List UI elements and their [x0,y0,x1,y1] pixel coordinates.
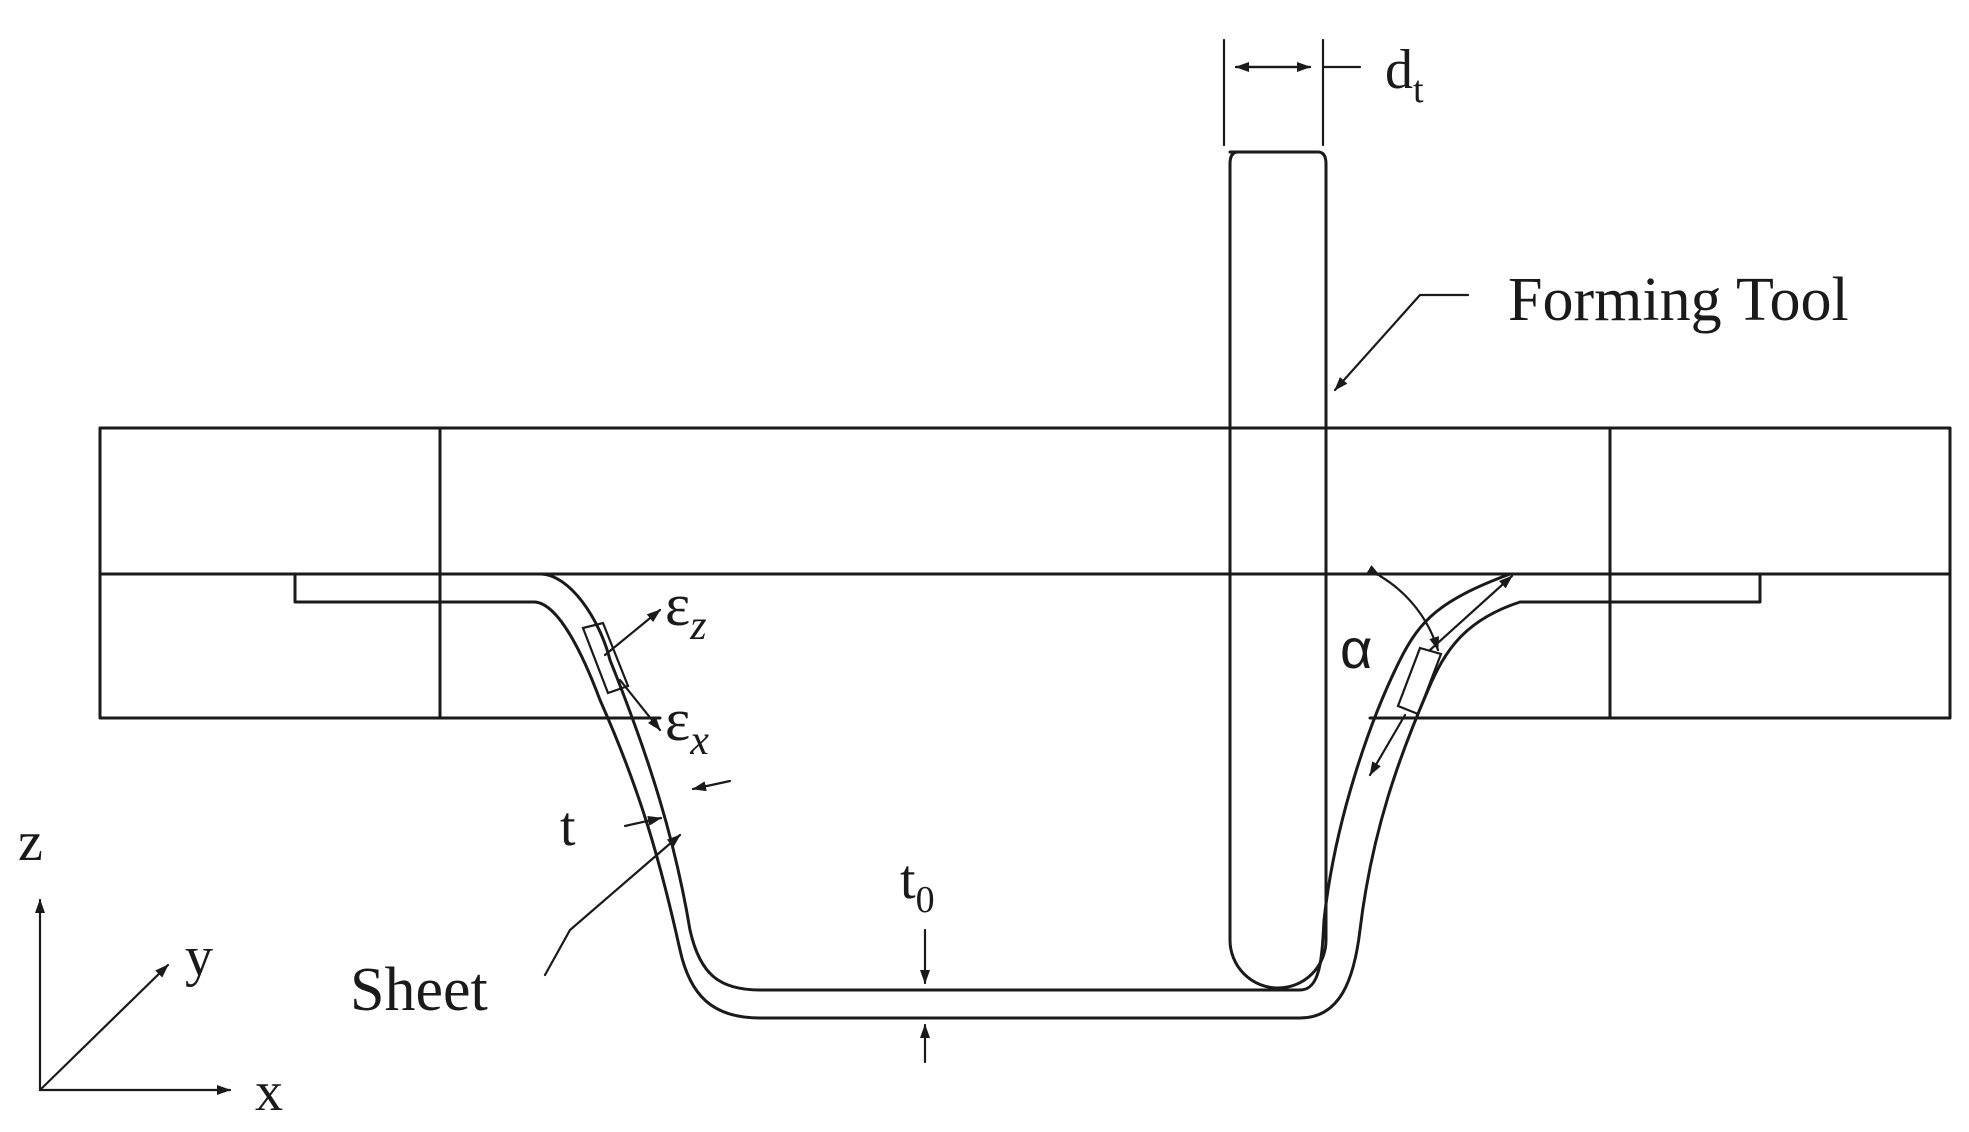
sheet-callout: Sheet [350,833,682,1024]
thickness-dimension: t [560,779,732,858]
strain-x-label: εx [665,687,709,764]
initial-thickness-label: t0 [900,849,935,921]
wall-angle-indicator: α [1340,565,1514,777]
sheet [293,572,1762,1020]
z-axis-label: z [18,811,43,873]
strain-z-label: εz [665,572,707,649]
tangent-arrow-up [1428,574,1514,652]
forming-tool [1228,150,1328,990]
tool-body [1228,150,1328,990]
forming-tool-label: Forming Tool [1508,266,1849,334]
top-clamp-left-hatch [98,426,442,576]
bottom-support-plate [98,572,1952,720]
sheet-element-right [1396,646,1443,716]
y-axis-arrow [38,963,170,1092]
tangent-arrow-down [1368,713,1407,777]
wall-angle-label: α [1340,617,1372,680]
thickness-label: t [560,796,576,858]
strain-z-arrow [603,608,662,657]
thickness-arrow-outer [623,815,663,828]
bottom-plate-right-hatch [1608,572,1952,720]
forming-tool-leader [1333,293,1470,392]
forming-tool-callout: Forming Tool [1333,266,1849,392]
strain-arrows: εz εx [603,572,709,764]
tool-diameter-dimension: dt [1222,38,1424,147]
top-clamp-plate [98,426,1952,576]
bottom-plate-left-hatch [98,572,442,720]
thickness-arrow-inner [691,779,732,792]
tool-diameter-label: dt [1385,39,1424,111]
deformed-sheet [293,572,1762,1020]
strain-x-arrow [618,678,662,732]
top-clamp-right-hatch [1608,426,1952,576]
initial-thickness-dimension: t0 [900,849,935,1064]
y-axis-label: y [185,926,213,988]
sheet-label: Sheet [350,956,488,1024]
sheet-element-left [581,621,630,695]
sheet-leader [543,833,682,977]
x-axis-label: x [255,1061,283,1123]
coordinate-axes: z y x [18,811,283,1123]
wall-angle-arc [1366,565,1440,652]
